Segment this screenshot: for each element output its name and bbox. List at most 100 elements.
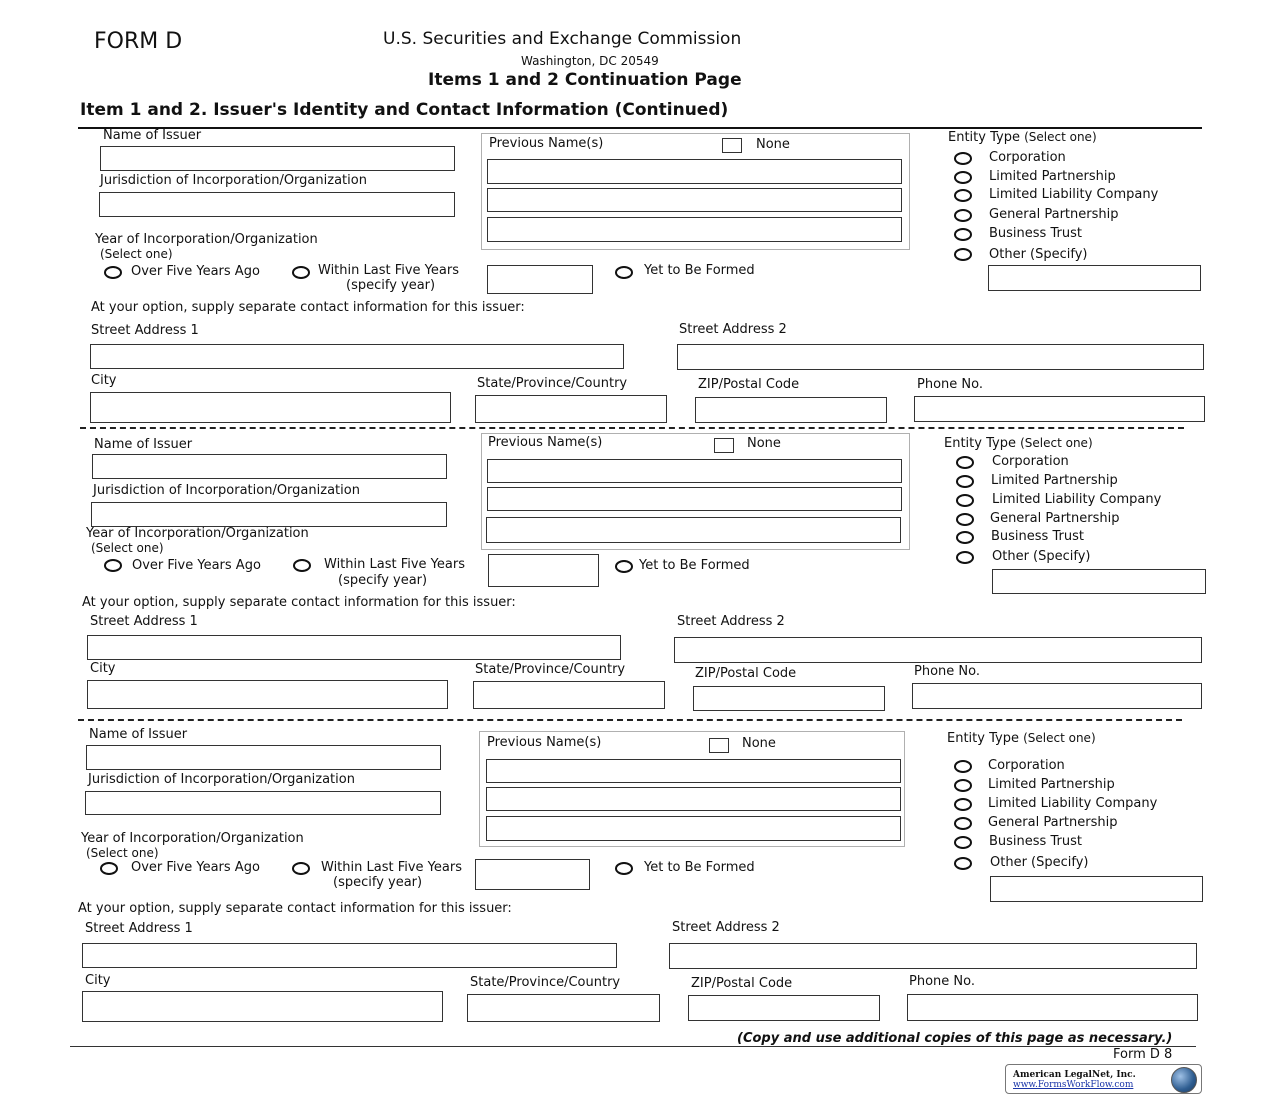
state-field[interactable] — [467, 994, 660, 1022]
year-of-incorporation-label: Year of Incorporation/Organization — [95, 232, 318, 247]
previous-name-field-2[interactable] — [487, 487, 902, 511]
over-five-years-radio[interactable] — [104, 559, 122, 572]
none-checkbox[interactable] — [714, 438, 734, 453]
entity-radio-corporation[interactable] — [954, 760, 972, 773]
state-label: State/Province/Country — [477, 376, 628, 391]
previous-name-field-1[interactable] — [487, 459, 902, 483]
entity-radio-business-trust[interactable] — [954, 836, 972, 849]
street-address-1-field[interactable] — [90, 344, 624, 369]
previous-name-field-1[interactable] — [487, 159, 902, 184]
agency-name: U.S. Securities and Exchange Commission — [383, 29, 742, 49]
yet-to-be-formed-radio[interactable] — [615, 560, 633, 573]
name-of-issuer-field[interactable] — [86, 745, 441, 770]
jurisdiction-field[interactable] — [99, 192, 455, 217]
state-label: State/Province/Country — [475, 662, 626, 677]
zip-label: ZIP/Postal Code — [691, 976, 793, 991]
entity-radio-corporation[interactable] — [956, 456, 974, 469]
phone-field[interactable] — [912, 683, 1202, 709]
entity-label-llc: Limited Liability Company — [988, 796, 1158, 811]
street-address-1-field[interactable] — [82, 943, 617, 968]
name-of-issuer-label: Name of Issuer — [103, 128, 202, 143]
entity-label-corporation: Corporation — [988, 758, 1065, 773]
entity-other-field[interactable] — [988, 265, 1201, 291]
entity-radio-limited-partnership[interactable] — [954, 171, 972, 184]
phone-field[interactable] — [907, 994, 1198, 1021]
previous-names-label: Previous Name(s) — [488, 435, 603, 450]
yet-to-be-formed-radio[interactable] — [615, 862, 633, 875]
previous-name-field-3[interactable] — [486, 517, 901, 543]
zip-field[interactable] — [693, 686, 885, 711]
within-last-five-label: Within Last Five Years — [321, 860, 462, 875]
entity-type-label: Entity Type (Select one) — [947, 731, 1096, 746]
previous-name-field-3[interactable] — [486, 816, 901, 841]
city-field[interactable] — [82, 991, 443, 1022]
entity-radio-business-trust[interactable] — [954, 228, 972, 241]
city-field[interactable] — [90, 392, 451, 423]
within-last-five-radio[interactable] — [292, 862, 310, 875]
street-address-2-field[interactable] — [669, 943, 1197, 969]
logo-url[interactable]: www.FormsWorkFlow.com — [1013, 1080, 1134, 1090]
entity-radio-limited-partnership[interactable] — [956, 475, 974, 488]
over-five-years-label: Over Five Years Ago — [131, 860, 260, 875]
street-address-2-label: Street Address 2 — [672, 920, 780, 935]
within-last-five-radio[interactable] — [292, 266, 310, 279]
street-address-1-label: Street Address 1 — [90, 614, 198, 629]
entity-other-field[interactable] — [992, 569, 1206, 594]
over-five-years-radio[interactable] — [100, 862, 118, 875]
year-field[interactable] — [488, 554, 599, 587]
entity-radio-general-partnership[interactable] — [956, 513, 974, 526]
over-five-years-radio[interactable] — [104, 266, 122, 279]
entity-radio-other[interactable] — [956, 551, 974, 564]
zip-field[interactable] — [688, 995, 880, 1021]
entity-radio-general-partnership[interactable] — [954, 209, 972, 222]
previous-name-field-3[interactable] — [487, 217, 902, 242]
state-field[interactable] — [473, 681, 665, 709]
jurisdiction-label: Jurisdiction of Incorporation/Organizati… — [93, 483, 360, 498]
street-address-2-field[interactable] — [677, 344, 1204, 370]
entity-label-corporation: Corporation — [992, 454, 1069, 469]
entity-radio-corporation[interactable] — [954, 152, 972, 165]
entity-radio-llc[interactable] — [954, 189, 972, 202]
entity-radio-business-trust[interactable] — [956, 531, 974, 544]
jurisdiction-field[interactable] — [91, 502, 447, 527]
none-checkbox[interactable] — [722, 138, 742, 153]
name-of-issuer-field[interactable] — [92, 454, 447, 479]
none-checkbox[interactable] — [709, 738, 729, 753]
previous-name-field-2[interactable] — [486, 787, 901, 811]
agency-address: Washington, DC 20549 — [521, 54, 659, 68]
state-field[interactable] — [475, 395, 667, 423]
entity-radio-llc[interactable] — [956, 494, 974, 507]
year-field[interactable] — [475, 859, 590, 890]
none-label: None — [742, 736, 776, 751]
page-title: Items 1 and 2 Continuation Page — [428, 70, 742, 90]
previous-name-field-2[interactable] — [487, 188, 902, 212]
year-select-one: (Select one) — [91, 541, 164, 555]
year-of-incorporation-label: Year of Incorporation/Organization — [86, 526, 309, 541]
logo-company: American LegalNet, Inc. — [1013, 1070, 1136, 1080]
name-of-issuer-field[interactable] — [100, 146, 455, 171]
year-field[interactable] — [487, 265, 593, 294]
entity-radio-other[interactable] — [954, 248, 972, 261]
street-address-2-field[interactable] — [674, 637, 1202, 663]
zip-field[interactable] — [695, 397, 887, 423]
within-last-five-radio[interactable] — [293, 559, 311, 572]
option-contact-text: At your option, supply separate contact … — [91, 300, 525, 315]
phone-field[interactable] — [914, 396, 1205, 422]
entity-radio-general-partnership[interactable] — [954, 817, 972, 830]
jurisdiction-field[interactable] — [85, 791, 441, 815]
entity-label-general-partnership: General Partnership — [990, 511, 1120, 526]
entity-label-other: Other (Specify) — [989, 247, 1088, 262]
city-field[interactable] — [87, 680, 448, 709]
yet-to-be-formed-radio[interactable] — [615, 266, 633, 279]
specify-year-label: (specify year) — [338, 573, 428, 588]
entity-label-business-trust: Business Trust — [989, 834, 1082, 849]
specify-year-label: (specify year) — [333, 875, 423, 890]
previous-name-field-1[interactable] — [486, 759, 901, 783]
yet-to-be-formed-label: Yet to Be Formed — [644, 860, 755, 875]
entity-radio-other[interactable] — [954, 857, 972, 870]
none-label: None — [756, 137, 790, 152]
entity-other-field[interactable] — [990, 876, 1203, 902]
entity-radio-limited-partnership[interactable] — [954, 779, 972, 792]
street-address-1-field[interactable] — [87, 635, 621, 660]
entity-radio-llc[interactable] — [954, 798, 972, 811]
